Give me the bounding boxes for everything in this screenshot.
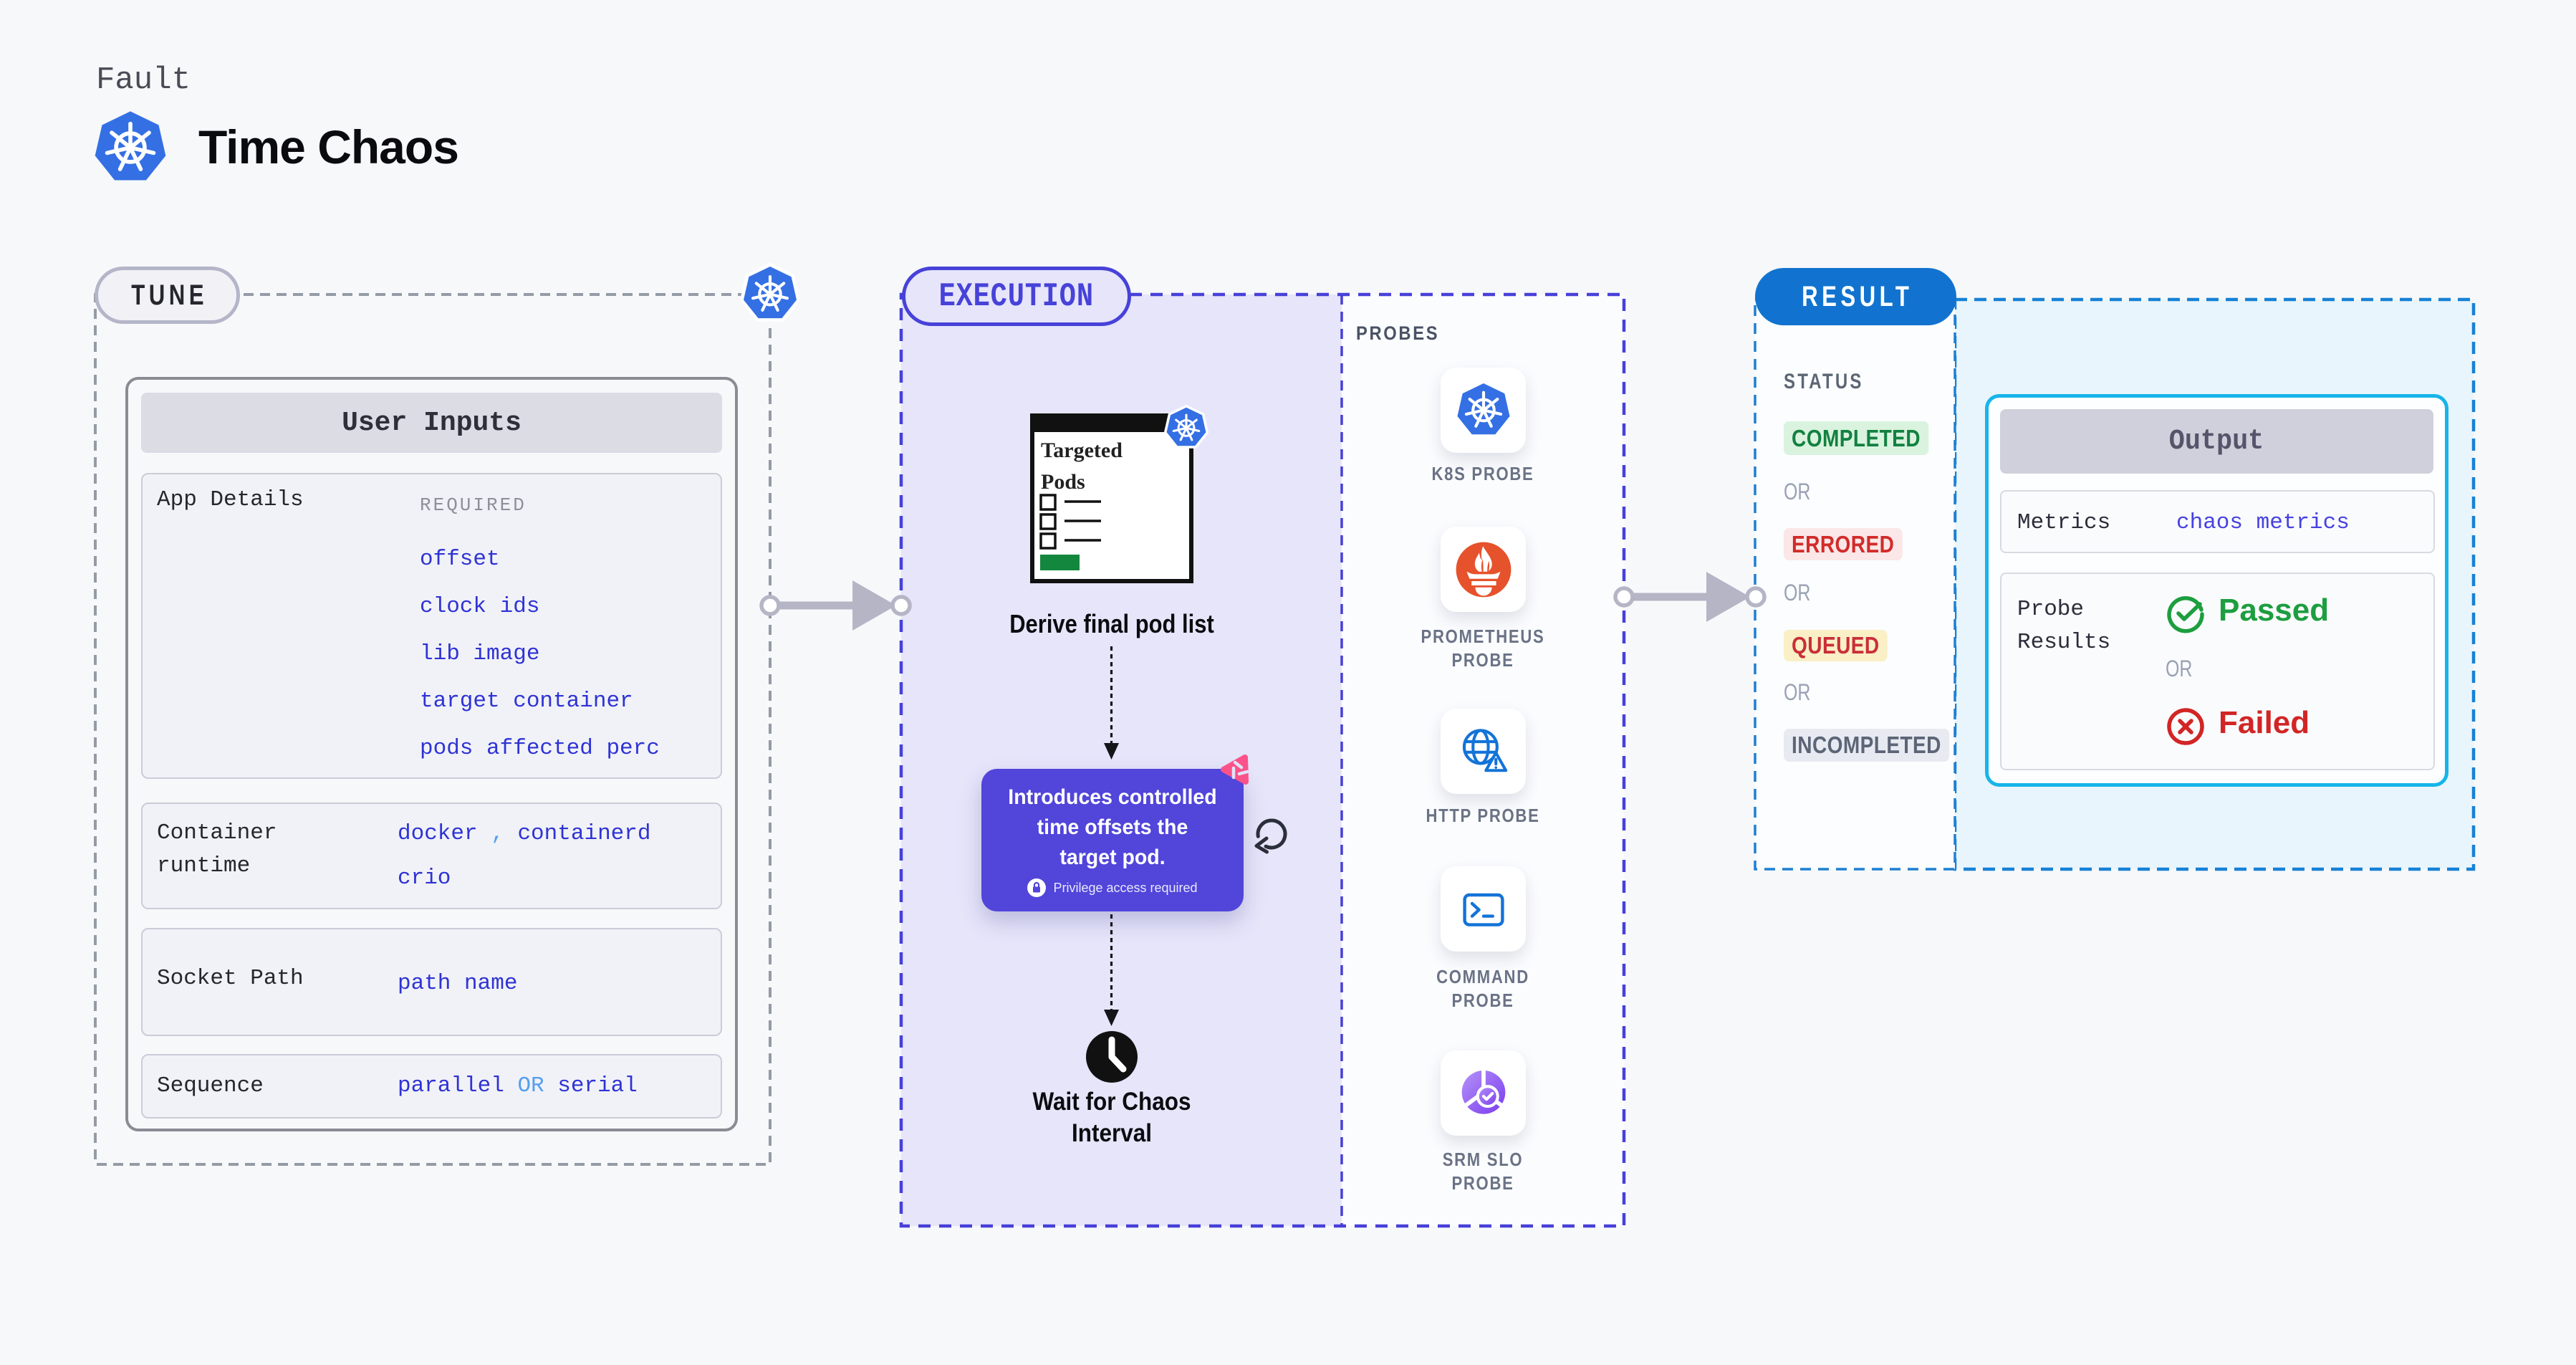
svg-text:Targeted: Targeted — [1041, 439, 1123, 462]
svg-text:Pods: Pods — [1041, 470, 1085, 494]
